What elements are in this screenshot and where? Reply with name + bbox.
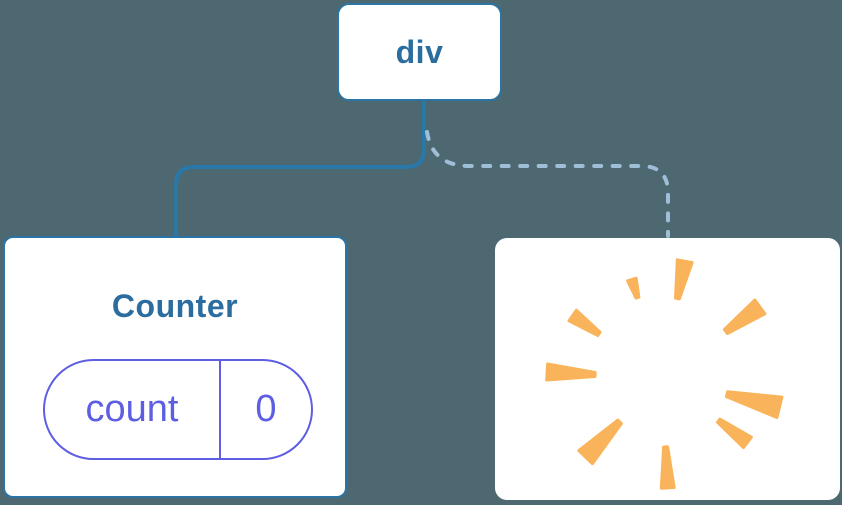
tree-node-counter: Counter count 0 (3, 236, 347, 498)
tree-node-removed (495, 238, 840, 500)
state-pill-divider (219, 361, 221, 458)
poof-ray (724, 390, 784, 419)
poof-ray (545, 362, 597, 382)
poof-ray (674, 258, 694, 301)
dashed-connector-line (425, 130, 670, 238)
state-pill: count 0 (43, 359, 313, 460)
counter-node-label: Counter (111, 288, 239, 324)
tree-node-div: div (337, 3, 502, 101)
state-key-label: count (85, 388, 179, 430)
poof-ray (722, 298, 767, 336)
poof-ray (716, 417, 753, 450)
div-node-label: div (395, 33, 444, 70)
poof-ray (659, 445, 676, 490)
poof-ray (626, 276, 641, 300)
poof-ray (577, 418, 623, 466)
state-value-label: 0 (255, 388, 277, 430)
solid-connector-line (174, 98, 426, 240)
poof-ray (567, 308, 602, 337)
poof-icon (545, 258, 784, 490)
